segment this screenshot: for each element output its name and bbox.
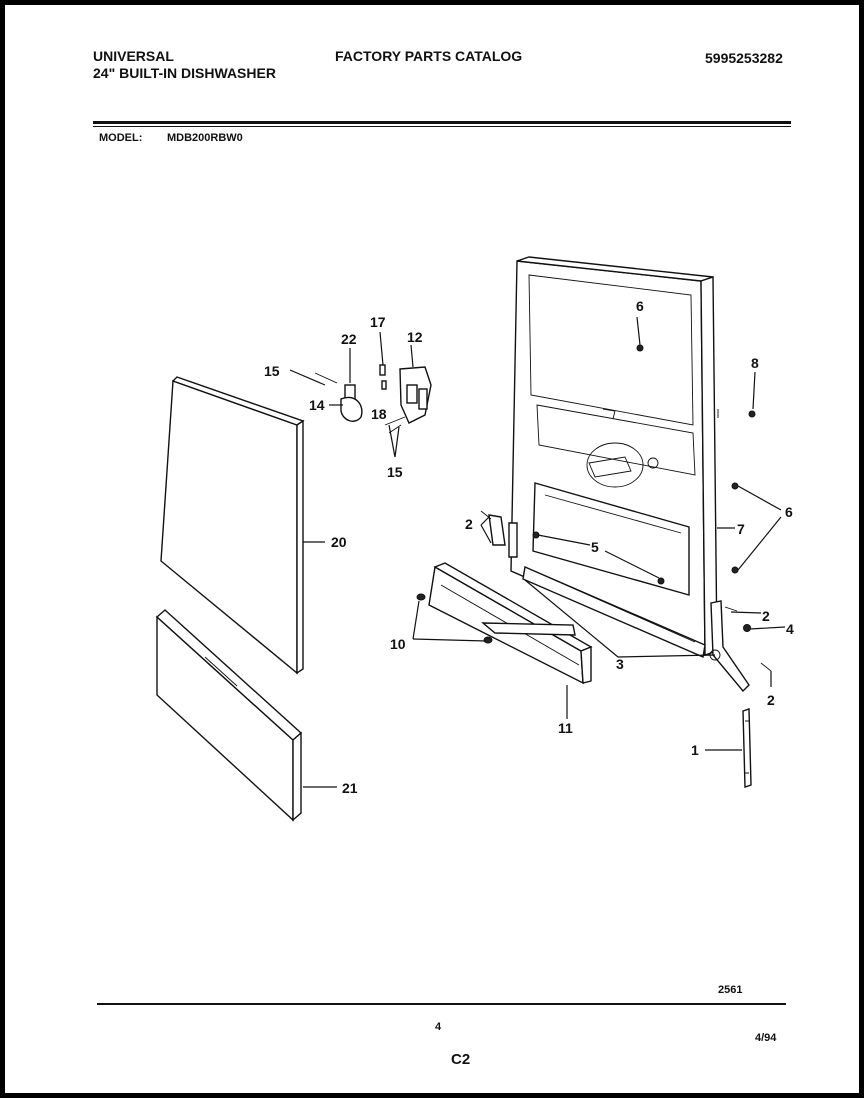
- drawing-number: 2561: [718, 984, 743, 996]
- callout-15-bottom: 15: [387, 464, 403, 480]
- liner-bottom-channel: [522, 566, 706, 658]
- callout-14: 14: [309, 397, 325, 413]
- callout-10: 10: [390, 636, 406, 652]
- callout-5: 5: [591, 539, 599, 555]
- callout-6-right: 6: [785, 504, 793, 520]
- callout-18: 18: [371, 406, 387, 422]
- callout-8: 8: [751, 355, 759, 371]
- screws-10: [416, 593, 493, 644]
- callout-21: 21: [342, 780, 358, 796]
- callout-4: 4: [786, 621, 794, 637]
- footer-rule: [97, 1003, 786, 1005]
- callout-6-top: 6: [636, 298, 644, 314]
- latch-assembly: [314, 364, 432, 434]
- leader-lines: [289, 316, 786, 788]
- vent-trim-strip: [428, 562, 593, 685]
- brand-name: UNIVERSAL: [93, 48, 174, 64]
- callout-3: 3: [616, 656, 624, 672]
- callout-7: 7: [737, 521, 745, 537]
- catalog-number: 5995253282: [705, 50, 783, 66]
- model-number: MDB200RBW0: [167, 132, 243, 144]
- callout-2-hinge-left: 2: [465, 516, 473, 532]
- product-name: 24" BUILT-IN DISHWASHER: [93, 65, 276, 81]
- header-rule-thick: [93, 121, 791, 124]
- section-code: C2: [451, 1051, 471, 1068]
- exploded-parts-diagram: 1 2 2 2 3 4 5 6 6 7 8 10 11 12 14 15 15 …: [155, 256, 794, 822]
- callout-22: 22: [341, 331, 357, 347]
- catalog-title: FACTORY PARTS CATALOG: [335, 48, 523, 64]
- revision-date: 4/94: [755, 1032, 777, 1044]
- page-number: 4: [435, 1021, 442, 1033]
- kick-panel: [155, 609, 303, 822]
- bracket-part-1: [742, 708, 752, 788]
- catalog-sheet: UNIVERSAL 24" BUILT-IN DISHWASHER FACTOR…: [5, 5, 859, 1093]
- callout-2-bottom: 2: [767, 692, 775, 708]
- outer-door-panel: [160, 376, 305, 675]
- callout-12: 12: [407, 329, 423, 345]
- callout-11: 11: [558, 720, 573, 736]
- callout-1: 1: [691, 742, 699, 758]
- inner-door-liner: [510, 256, 718, 657]
- header-rule-thin: [93, 126, 791, 127]
- callout-15-top: 15: [264, 363, 280, 379]
- callout-20: 20: [331, 534, 347, 550]
- callout-2-right: 2: [762, 608, 770, 624]
- model-label: MODEL:: [99, 132, 143, 144]
- callout-17: 17: [370, 314, 386, 330]
